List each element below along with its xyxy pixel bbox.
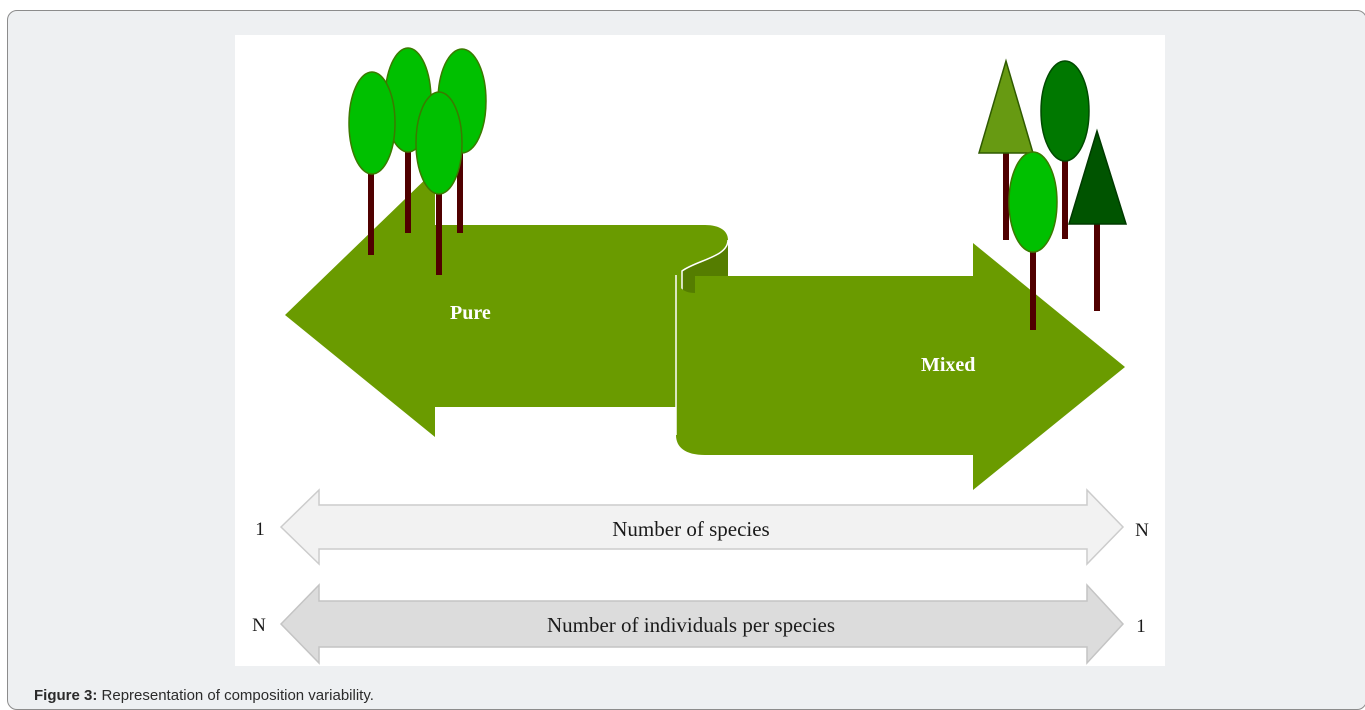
diagram-canvas: Pure Mixed [235,35,1165,666]
mixed-label: Mixed [921,354,975,376]
species-scale-left-end: 1 [255,519,265,540]
individuals-scale-label: Number of individuals per species [547,613,835,637]
conifer-tree-icon [1069,131,1126,311]
composition-diagram: Pure Mixed [235,35,1165,666]
figure-card: Pure Mixed [7,10,1365,710]
individuals-scale: Number of individuals per species N 1 [252,585,1146,663]
species-scale-right-end: N [1135,520,1149,541]
pure-arrow [285,170,728,437]
caption-text: Representation of composition variabilit… [102,687,374,704]
individuals-scale-left-end: N [252,615,266,636]
species-scale-label: Number of species [612,517,769,541]
caption-label: Figure 3: [34,687,97,704]
figure-caption: Figure 3: Representation of composition … [34,687,374,704]
mixed-arrow [676,243,1125,490]
individuals-scale-right-end: 1 [1136,616,1146,637]
species-scale: Number of species 1 N [255,490,1149,564]
pure-label: Pure [450,302,491,324]
